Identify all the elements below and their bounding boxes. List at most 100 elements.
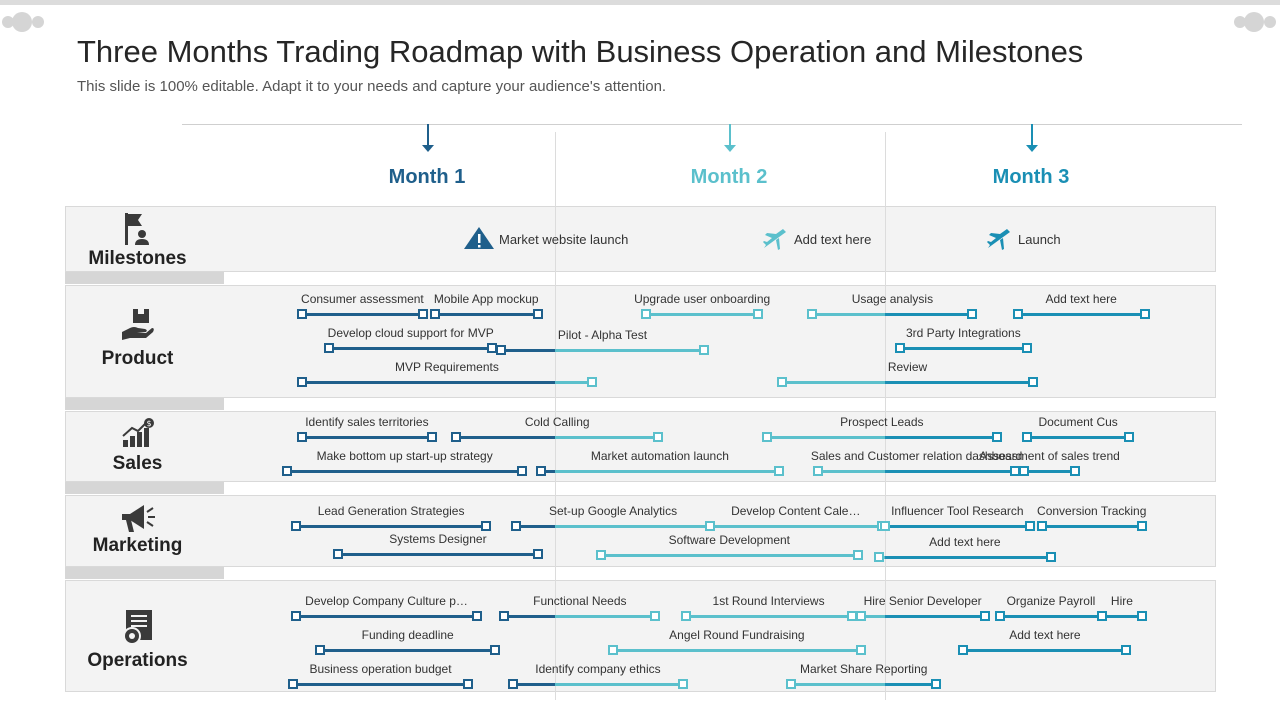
task-marker[interactable] [894,343,905,353]
task-marker[interactable] [417,309,428,319]
task-label: Systems Designer [389,532,487,546]
task-marker[interactable] [994,611,1005,621]
task-marker[interactable] [429,309,440,319]
task-marker[interactable] [958,645,969,655]
task-marker[interactable] [297,309,307,319]
task-bar [963,649,1127,652]
task-bar [885,683,937,686]
task-marker[interactable] [426,432,437,442]
task-marker[interactable] [1024,521,1035,531]
row-separator [65,398,224,410]
task-bar [767,436,885,439]
task-bar [646,313,758,316]
task-label: Software Development [668,533,791,547]
task-marker[interactable] [297,377,307,387]
task-marker[interactable] [1021,343,1032,353]
timeline-axis [182,124,1242,125]
task-bar [999,615,1103,618]
task-bar [295,525,487,528]
task-marker[interactable] [287,679,298,689]
task-marker[interactable] [807,309,818,319]
task-marker[interactable] [650,611,661,621]
task-bar [516,525,555,528]
task-marker[interactable] [1124,432,1135,442]
task-marker[interactable] [499,611,510,621]
task-marker[interactable] [490,645,501,655]
task-marker[interactable] [451,432,462,442]
task-marker[interactable] [873,552,884,562]
megaphone-icon [122,505,155,532]
task-marker[interactable] [846,611,857,621]
task-label: Angel Round Fundraising [669,628,805,642]
task-marker[interactable] [324,343,335,353]
task-marker[interactable] [297,432,307,442]
task-marker[interactable] [487,343,498,353]
task-marker[interactable] [774,466,785,476]
task-marker[interactable] [472,611,483,621]
task-label: Prospect Leads [840,415,924,429]
task-label: Identify company ethics [535,662,661,676]
task-marker[interactable] [852,550,863,560]
task-marker[interactable] [1097,611,1108,621]
task-marker[interactable] [481,521,492,531]
task-marker[interactable] [535,466,546,476]
task-marker[interactable] [813,466,824,476]
task-marker[interactable] [762,432,773,442]
task-marker[interactable] [704,521,715,531]
task-bar [885,525,1030,528]
task-bar [600,554,858,557]
task-marker[interactable] [608,645,619,655]
task-marker[interactable] [496,345,507,355]
task-marker[interactable] [290,521,301,531]
task-marker[interactable] [586,377,597,387]
task-marker[interactable] [753,309,764,319]
task-marker[interactable] [281,466,292,476]
task-marker[interactable] [1009,466,1020,476]
task-marker[interactable] [532,309,543,319]
task-marker[interactable] [786,679,797,689]
task-marker[interactable] [333,549,344,559]
row-milestones [65,206,1216,272]
task-marker[interactable] [677,679,688,689]
month-2-header: Month 2 [690,166,768,188]
task-bar [513,683,555,686]
task-label: Hire [1110,594,1133,608]
task-marker[interactable] [698,345,709,355]
task-marker[interactable] [511,521,522,531]
month-1-arrow-icon [422,124,434,152]
task-bar [555,470,780,473]
task-marker[interactable] [855,611,866,621]
task-marker[interactable] [508,679,519,689]
task-marker[interactable] [595,550,606,560]
task-bar [613,649,861,652]
task-marker[interactable] [1121,645,1132,655]
task-marker[interactable] [855,645,866,655]
task-marker[interactable] [1136,611,1147,621]
task-marker[interactable] [315,645,326,655]
task-marker[interactable] [653,432,664,442]
task-marker[interactable] [517,466,528,476]
task-marker[interactable] [680,611,691,621]
month-3-arrow-icon [1026,124,1038,152]
task-marker[interactable] [1070,466,1081,476]
task-marker[interactable] [532,549,543,559]
task-marker[interactable] [1021,432,1032,442]
document-gear-icon [123,610,152,645]
task-marker[interactable] [1018,466,1029,476]
task-marker[interactable] [463,679,474,689]
task-marker[interactable] [979,611,990,621]
task-marker[interactable] [1036,521,1047,531]
task-marker[interactable] [931,679,942,689]
task-marker[interactable] [641,309,652,319]
task-marker[interactable] [1012,309,1023,319]
task-bar [885,436,997,439]
task-marker[interactable] [1139,309,1150,319]
task-marker[interactable] [991,432,1002,442]
task-marker[interactable] [290,611,301,621]
task-marker[interactable] [879,521,890,531]
task-marker[interactable] [967,309,978,319]
task-marker[interactable] [777,377,788,387]
task-marker[interactable] [1136,521,1147,531]
task-marker[interactable] [1027,377,1038,387]
task-marker[interactable] [1045,552,1056,562]
